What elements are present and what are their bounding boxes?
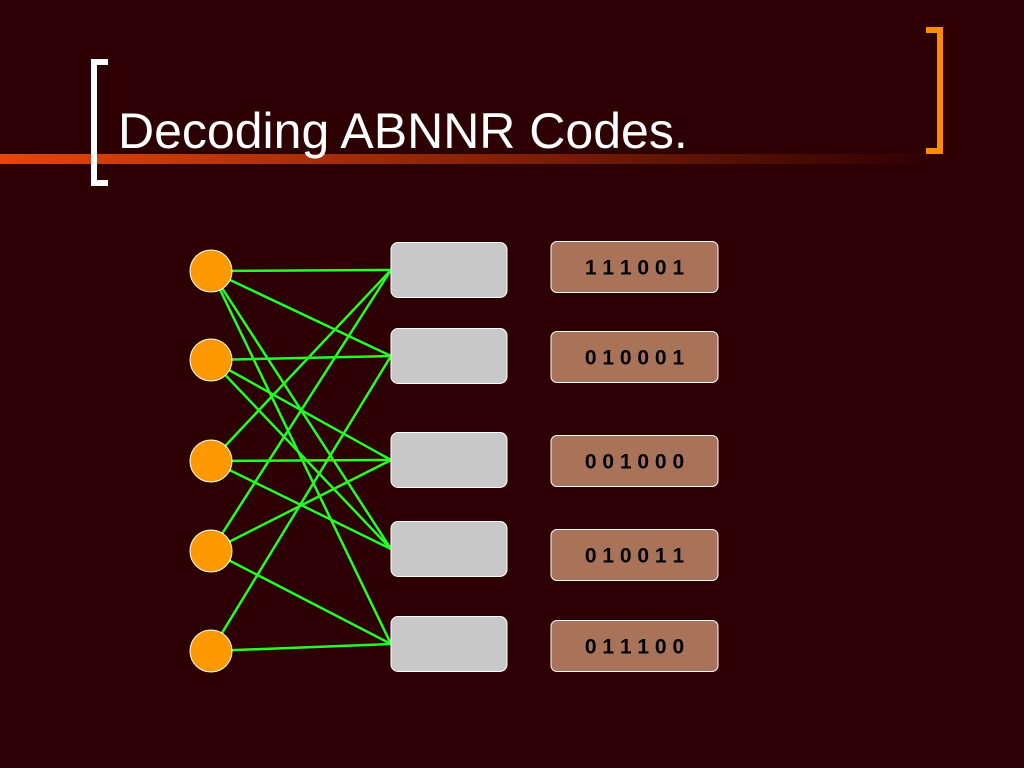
output-box [390,242,508,298]
input-node [189,439,233,483]
codeword-label: 0 0 1 0 0 0 [585,451,684,474]
codeword-label: 0 1 0 0 0 1 [585,347,685,370]
input-node [189,338,233,382]
output-box [390,616,508,672]
input-node [189,249,233,293]
graph-edge [210,354,392,362]
input-node [189,629,233,673]
graph-edge [210,549,392,646]
codeword-box-bg [550,620,719,672]
output-boxes [390,242,508,672]
codeword-label: 1 1 1 0 0 1 [585,257,685,280]
left-bracket [91,59,108,186]
graph-edge [209,355,393,652]
graph-edge [210,269,392,462]
input-nodes [189,249,233,673]
graph-edge [210,269,392,358]
codeword-box-bg [550,529,719,581]
graph-edge [210,359,392,550]
graph-edge [209,269,393,552]
codeword-box: 0 1 1 1 0 0 [550,620,719,672]
codewords: 1 1 1 0 0 1 0 1 0 0 0 1 0 0 1 0 0 0 0 1 0 0… [550,241,719,672]
codeword-box-bg [550,435,719,487]
title-underline [0,154,940,164]
output-box [390,432,508,488]
graph-edge [210,458,392,463]
codeword-box: 0 1 0 0 1 1 [550,529,719,581]
slide-title: Decoding ABNNR Codes. [118,103,688,159]
right-bracket [926,27,943,154]
graph-edge [209,270,393,645]
codeword-box: 1 1 1 0 0 1 [550,241,719,293]
edges [209,268,393,653]
output-box [390,521,508,577]
graph-edge [210,642,392,653]
codeword-box: 0 0 1 0 0 0 [550,435,719,487]
codeword-label: 0 1 0 0 1 1 [585,545,685,568]
input-node [189,529,233,573]
graph-edge [210,268,392,273]
output-box [390,328,508,384]
codeword-label: 0 1 1 1 0 0 [585,636,684,659]
codeword-box: 0 1 0 0 0 1 [550,331,719,383]
codeword-box-bg [550,331,719,383]
codeword-box-bg [550,241,719,293]
